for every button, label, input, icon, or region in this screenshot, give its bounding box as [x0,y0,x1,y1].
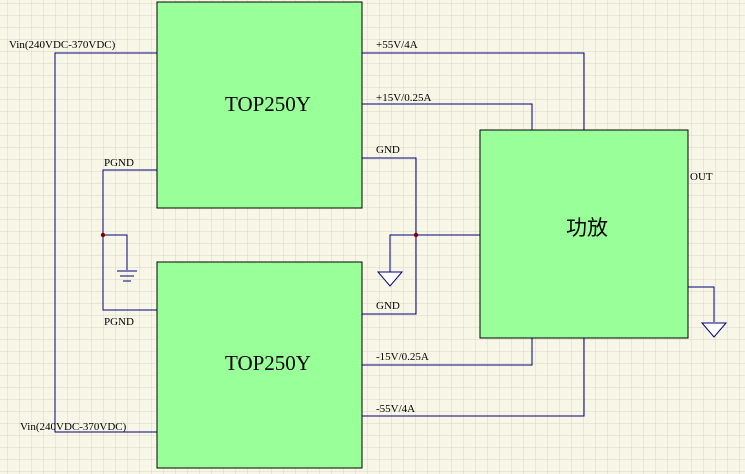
vin-top-label: Vin(240VDC-370VDC) [9,39,116,51]
wires [54,52,715,433]
out-wire [688,286,715,322]
p55-wire [362,52,585,130]
pgnd-bottom-label: PGND [104,316,134,328]
amplifier-label: 功放 [566,216,608,240]
n15-wire [362,338,533,366]
bottom-converter-label: TOP250Y [225,351,311,375]
gnd-bottom-label: GND [376,300,400,312]
top-converter-label: TOP250Y [225,92,311,116]
ground-icon [700,322,728,338]
vin-wire [54,52,157,433]
amp-out-label: OUT [690,171,713,183]
bottom-converter-block[interactable]: TOP250Y [156,261,363,469]
pgnd-top-label: PGND [104,157,134,169]
amplifier-block[interactable]: 功放 [479,129,689,339]
pgnd-ground-wire [103,234,128,270]
p55-label: +55V/4A [376,39,418,51]
gnd-top-label: GND [376,144,400,156]
gnd-ground-wire [389,234,416,272]
junction-dot [413,232,419,238]
n55-label: -55V/4A [376,403,415,415]
junction-dot [100,232,106,238]
n15-label: -15V/0.25A [376,351,429,363]
ground-icon [117,270,137,282]
top-converter-block[interactable]: TOP250Y [156,1,363,209]
pgnd-wire [102,169,157,311]
ground-icon [376,271,404,287]
p15-wire [362,103,533,130]
p15-label: +15V/0.25A [376,92,431,104]
vin-bottom-label: Vin(240VDC-370VDC) [20,421,127,433]
n55-wire [362,338,585,417]
